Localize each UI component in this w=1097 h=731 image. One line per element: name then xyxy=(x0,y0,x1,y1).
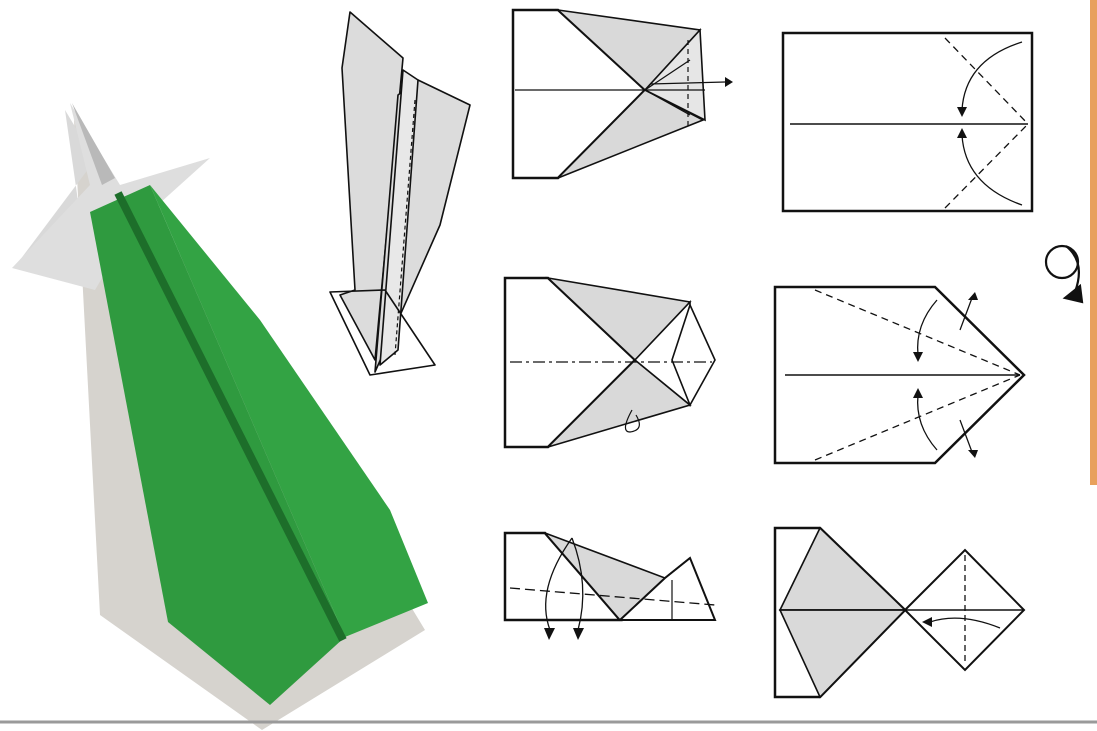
finished-plane-illustration xyxy=(12,103,428,730)
folded-plane-body xyxy=(379,69,419,366)
turn-over-icon xyxy=(1044,244,1084,304)
fold-arrow-icon xyxy=(544,628,555,640)
step-5-fold-in-half xyxy=(503,276,716,449)
plane-body-green-left xyxy=(90,185,345,705)
step-2-fold-corners xyxy=(773,285,1026,465)
fold-arrow-icon xyxy=(968,292,978,300)
step-6-fold-wings xyxy=(503,531,717,640)
step-4-small-triangle xyxy=(511,8,733,180)
folded-plane-tail xyxy=(329,289,436,376)
fold-arrow-icon xyxy=(573,628,584,640)
fold-arrow-icon xyxy=(913,388,923,398)
folded-plane-left-wing xyxy=(339,11,404,361)
accent-bar xyxy=(1090,0,1097,485)
fold-arrow-icon xyxy=(913,352,923,362)
folded-plane-drawing xyxy=(329,11,471,376)
plane-center-crease xyxy=(114,191,347,642)
step-3-fold-point-down xyxy=(773,526,1026,699)
fold-arrow-icon xyxy=(725,77,733,87)
plane-body-green-right xyxy=(150,185,428,637)
fold-arrow-icon xyxy=(957,107,967,117)
fold-arrow-icon xyxy=(968,450,978,458)
plane-nose-grey xyxy=(12,103,210,290)
step-1-rectangle xyxy=(781,31,1034,213)
fold-arrow-icon xyxy=(957,128,967,138)
plane-nose-tip xyxy=(72,103,115,185)
fold-arrow-icon xyxy=(922,617,932,627)
